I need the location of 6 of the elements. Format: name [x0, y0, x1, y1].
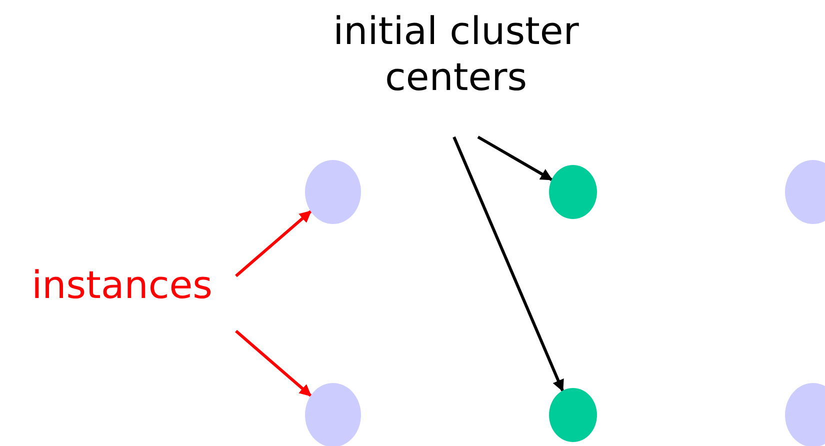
title-label: initial cluster centers	[332, 8, 580, 100]
instances-label: instances	[30, 262, 214, 308]
arrow	[477, 136, 553, 181]
arrow	[235, 210, 312, 278]
arrow	[452, 136, 564, 392]
arrow	[235, 330, 312, 397]
